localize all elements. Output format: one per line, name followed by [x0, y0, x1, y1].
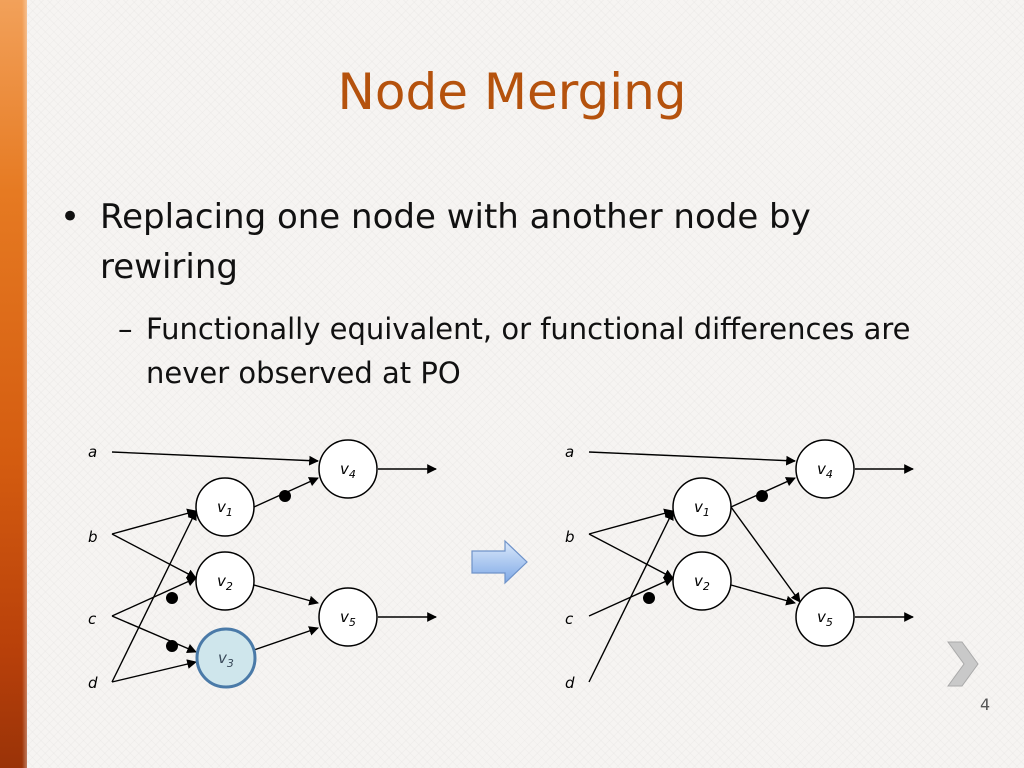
node-label-v2: v2 [694, 572, 710, 593]
input-label-c: c [565, 610, 574, 628]
edge-d-v3 [111, 659, 197, 683]
node-v2 [195, 551, 255, 611]
node-v2 [672, 551, 732, 611]
right-circuit: v1 v2 v4 v5 a b c d [565, 439, 914, 692]
edge-v1-v5 [730, 506, 801, 603]
edge-c-v3 [111, 615, 197, 654]
edge-b-v2 [111, 533, 197, 579]
inverter-dot [279, 490, 291, 502]
input-label-a: a [565, 443, 574, 461]
input-label-b: b [565, 528, 575, 546]
bullet-text: Replacing one node with another node by … [100, 197, 811, 287]
input-label-d: d [88, 674, 98, 692]
page-number: 4 [980, 695, 991, 714]
edge-a-v4 [111, 451, 319, 466]
input-label-d: d [565, 674, 575, 692]
left-circuit: v1 v2 v3 v4 v5 a b c d [88, 439, 437, 692]
edge-d-v1 [588, 510, 674, 683]
sub-bullet-text: Functionally equivalent, or functional d… [146, 312, 911, 390]
node-v1 [672, 477, 732, 537]
node-label-v1: v1 [217, 498, 233, 519]
node-label-v4: v4 [340, 460, 356, 481]
right-arrow-icon [471, 539, 528, 585]
node-v4 [795, 439, 855, 499]
input-label-b: b [88, 528, 98, 546]
decorative-side-bar [0, 0, 27, 768]
node-v5 [318, 587, 378, 647]
inverter-dot [643, 592, 655, 604]
chevron-right-icon[interactable] [940, 638, 984, 690]
bullet-symbol: • [60, 197, 81, 237]
node-label-v4: v4 [817, 460, 833, 481]
sub-bullet-symbol: – [118, 312, 133, 346]
node-v3-highlighted [195, 627, 257, 689]
edge-d-v1 [111, 510, 197, 683]
node-v1 [195, 477, 255, 537]
inverter-dot [166, 640, 178, 652]
inverter-dot [166, 592, 178, 604]
edge-b-v1 [111, 508, 197, 535]
edge-b-v2 [588, 533, 674, 579]
node-v5 [795, 587, 855, 647]
input-label-a: a [88, 443, 97, 461]
inverter-dot [756, 490, 768, 502]
node-label-v1: v1 [694, 498, 710, 519]
node-label-v3: v3 [218, 649, 234, 670]
node-label-v5: v5 [340, 608, 356, 629]
edge-b-v1 [588, 508, 674, 535]
node-v4 [318, 439, 378, 499]
slide-title: Node Merging [337, 63, 687, 121]
edge-a-v4 [588, 451, 796, 466]
edge-v2-v5 [730, 584, 796, 606]
node-label-v2: v2 [217, 572, 233, 593]
edge-v3-v5 [253, 626, 319, 651]
edge-v2-v5 [253, 584, 319, 606]
input-label-c: c [88, 610, 97, 628]
node-label-v5: v5 [817, 608, 833, 629]
